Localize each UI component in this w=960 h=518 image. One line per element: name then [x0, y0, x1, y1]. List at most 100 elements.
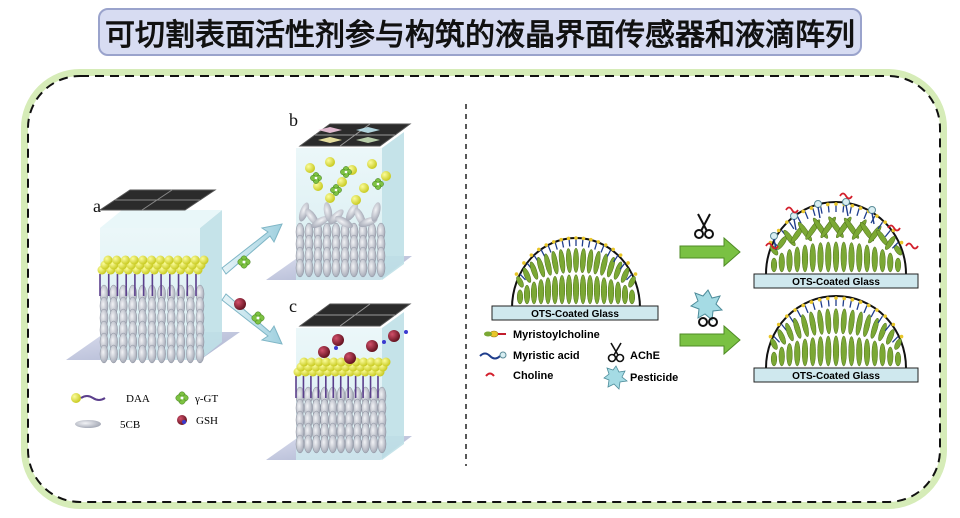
lc-rod-lower — [809, 243, 816, 273]
arrow-to-b — [221, 223, 283, 275]
left-panel: a b c — [66, 110, 412, 460]
lc-rod-lower — [593, 275, 601, 305]
lc-rod-lower — [825, 241, 832, 273]
lc-top-a — [100, 210, 222, 228]
lc-rod-lower — [600, 277, 608, 305]
legend-daa: DAA — [126, 393, 150, 405]
lc-rod-upper — [785, 322, 794, 342]
daa-head-released — [325, 193, 335, 203]
reaction-products — [765, 192, 919, 251]
surfactant-head — [899, 240, 904, 245]
lc-rod-upper — [793, 317, 802, 339]
5cb-molecule — [369, 434, 379, 454]
5cb-molecule — [109, 344, 118, 364]
daa-head — [306, 357, 316, 367]
lc-rod-upper — [516, 276, 524, 288]
gsh-legend-icon — [177, 415, 187, 425]
5cb-molecule — [295, 258, 305, 278]
gsh-icon — [234, 298, 246, 310]
daa-head — [381, 357, 391, 367]
gsh-molecule — [332, 334, 344, 346]
5cb-molecule — [353, 434, 362, 454]
5cb-molecule — [195, 344, 205, 364]
lc-rod-lower — [607, 279, 615, 305]
legend-pesticide: Pesticide — [630, 372, 678, 384]
lc-rod-upper — [817, 309, 824, 335]
surfactant-tail — [613, 254, 619, 263]
surfactant-head — [537, 247, 541, 252]
substrate-d2 — [753, 273, 919, 289]
surfactant-tail — [877, 315, 884, 324]
daa-head — [336, 357, 346, 367]
choline-molecule — [785, 206, 799, 214]
ggt-center — [180, 396, 184, 400]
daa-head — [173, 255, 183, 265]
label-a: a — [93, 196, 101, 216]
droplet-outline — [765, 201, 907, 275]
5cb-molecule — [320, 434, 329, 454]
5cb-molecule — [303, 434, 313, 454]
lc-rod-upper — [770, 338, 778, 350]
lc-rod-lower — [530, 281, 538, 305]
lc-stack-c — [293, 330, 408, 454]
daa-head — [314, 357, 324, 367]
choline-molecule — [839, 192, 853, 200]
5cb-tilted — [335, 215, 353, 229]
choline-icon — [485, 372, 495, 377]
surfactant-head — [514, 272, 519, 276]
ggt-enzyme-icon — [237, 255, 251, 269]
lc-rod-lower — [770, 257, 778, 273]
myristic-acid-icon-head — [499, 351, 507, 359]
surfactant-tail — [600, 244, 605, 253]
daa-head — [190, 255, 200, 265]
lc-rod-lower — [786, 249, 793, 273]
surfactant-head — [842, 296, 846, 301]
daa-head — [199, 255, 209, 265]
lc-rod-lower — [523, 284, 531, 305]
substrate-d1 — [491, 305, 659, 321]
surfactant-tail — [863, 211, 868, 220]
surfactant-head — [834, 202, 838, 206]
surfactant-tail — [804, 305, 809, 314]
5cb-molecule — [138, 344, 147, 364]
lc-rod-upper — [536, 257, 546, 278]
daa-head — [120, 255, 130, 265]
birefringence-cell — [356, 127, 380, 133]
lc-rod-upper — [833, 308, 839, 335]
lc-rod-lower — [879, 249, 886, 273]
lc-rod-lower — [848, 242, 855, 273]
lc-rod-lower — [887, 252, 894, 273]
surfactant-tail — [884, 230, 891, 238]
lc-rod-lower — [871, 246, 878, 273]
surfactant-head — [603, 243, 608, 247]
5cb-tilted — [371, 202, 381, 222]
5cb-molecule — [336, 434, 346, 454]
droplet-initial: OTS-Coated Glass — [491, 236, 659, 321]
lc-rod-lower — [879, 343, 886, 367]
surfactant-head — [834, 296, 838, 300]
myristic-acid-icon — [479, 352, 501, 360]
5cb-molecule — [376, 258, 386, 278]
surfactant-tail — [870, 309, 876, 318]
lc-rod-lower — [887, 346, 894, 367]
surfactant-head — [801, 303, 806, 308]
surfactant-tail — [594, 241, 598, 250]
lc-rod-lower — [856, 243, 863, 273]
daa-head — [329, 357, 339, 367]
surfactant-head — [809, 300, 814, 304]
lc-rod-lower — [778, 252, 785, 273]
surfactant-head — [559, 237, 563, 242]
gsh-dot — [404, 330, 408, 334]
lc-rod-upper — [777, 329, 786, 345]
surfactant-head — [785, 220, 789, 224]
legend-choline: Choline — [513, 370, 553, 382]
ggt-enzyme-icon — [251, 311, 265, 325]
ggt-center — [376, 182, 380, 186]
lc-rod-lower — [794, 246, 801, 273]
5cb-molecule — [147, 344, 157, 364]
daa-head-released — [381, 171, 391, 181]
5cb-molecule — [349, 258, 359, 278]
lc-rod-lower — [856, 337, 863, 367]
daa-head-released — [351, 195, 361, 205]
